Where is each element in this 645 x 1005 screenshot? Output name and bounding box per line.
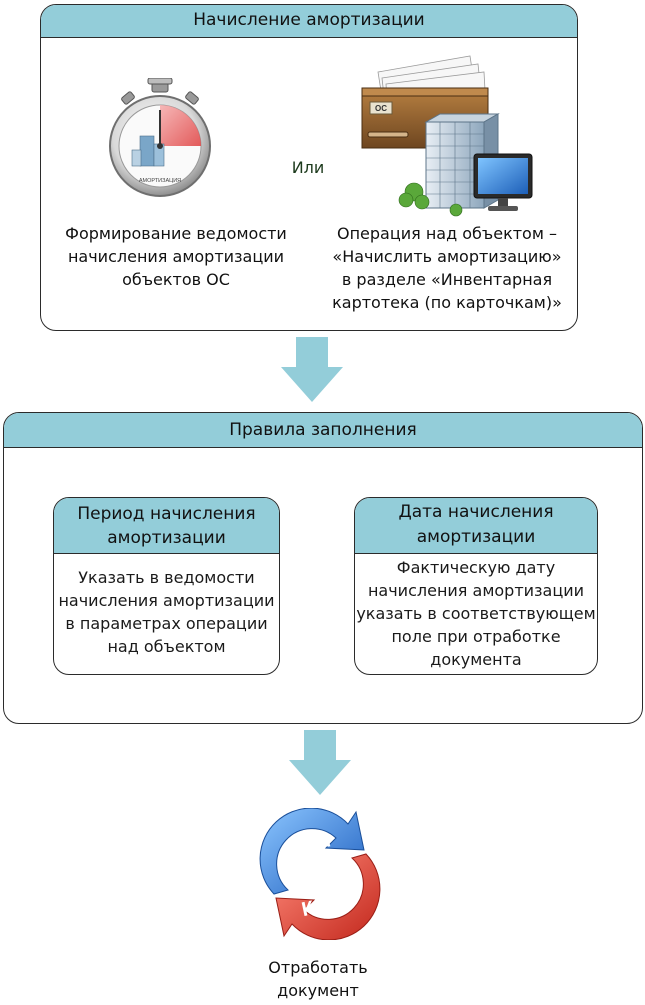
credit-label: Кт bbox=[300, 895, 326, 921]
period-box-body: Указать в ведомости начисления амортизац… bbox=[58, 568, 275, 656]
date-box: Дата начисления амортизации Фактическую … bbox=[354, 497, 598, 675]
date-box-body: Фактическую дату начисления амортизации … bbox=[356, 558, 596, 669]
flow-arrow-2 bbox=[289, 730, 351, 795]
stopwatch-label: АМОРТИЗАЦИЯ bbox=[139, 178, 181, 184]
date-box-header: Дата начисления амортизации bbox=[355, 498, 597, 554]
cabinet-label: ОС bbox=[375, 104, 387, 113]
period-box-header: Период начисления амортизации bbox=[54, 498, 279, 554]
period-box: Период начисления амортизации Указать в … bbox=[53, 497, 280, 675]
or-label: Или bbox=[291, 158, 325, 177]
stopwatch-icon: АМОРТИЗАЦИЯ bbox=[109, 78, 211, 197]
flow-arrow-1 bbox=[281, 337, 343, 402]
depreciation-box-title: Начисление амортизации bbox=[193, 10, 425, 30]
post-document-label: Отработать документ bbox=[268, 958, 368, 1000]
debit-credit-cycle-icon: Дт Кт bbox=[259, 808, 381, 940]
rules-box-title: Правила заполнения bbox=[229, 420, 417, 440]
cabinet-building-icon: ОС bbox=[361, 55, 533, 217]
debit-label: Дт bbox=[307, 829, 335, 856]
depreciation-box-header: Начисление амортизации bbox=[41, 5, 577, 38]
option-ledger-text: Формирование ведомости начисления аморти… bbox=[65, 224, 287, 289]
option-operation-text: Операция над объектом – «Начислить аморт… bbox=[332, 224, 562, 312]
rules-box-header: Правила заполнения bbox=[4, 413, 642, 448]
